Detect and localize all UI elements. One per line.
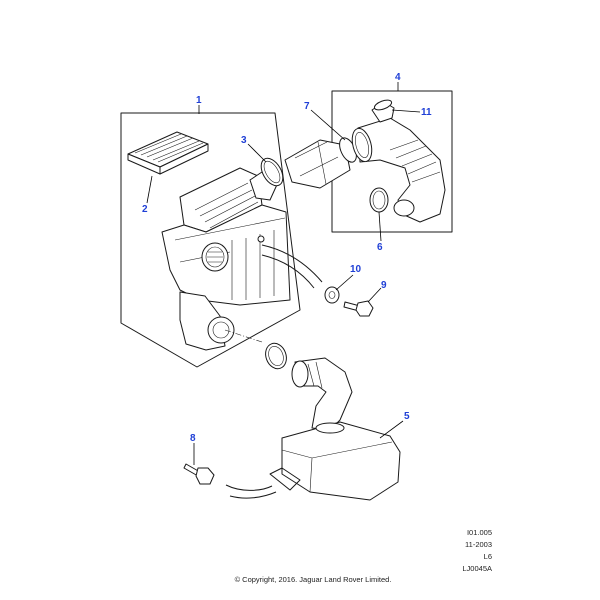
grommet-10 — [324, 286, 340, 304]
bolt-9 — [343, 300, 374, 317]
diagram-code: LJ0045A — [462, 564, 492, 573]
diagram-reference: I01.005 — [466, 528, 492, 537]
resonator-box — [225, 421, 401, 501]
group-1-frame — [120, 112, 301, 368]
copyright-notice: © Copyright, 2016. Jaguar Land Rover Lim… — [234, 575, 392, 584]
leader-lines — [146, 82, 421, 465]
callout-11: 11 — [421, 107, 432, 118]
mass-airflow-sensor — [284, 137, 357, 189]
assembly-centerline — [224, 329, 263, 343]
hose-clamp-lower — [265, 342, 287, 370]
callout-10: 10 — [350, 264, 362, 275]
hose-clamp-6 — [369, 187, 389, 213]
hose-clamp-3 — [260, 157, 284, 187]
air-cleaner-housing — [161, 167, 323, 351]
callout-4: 4 — [395, 72, 401, 83]
lower-duct — [291, 357, 353, 431]
callout-5: 5 — [404, 411, 410, 422]
callout-3: 3 — [241, 135, 247, 146]
callout-9: 9 — [381, 280, 387, 291]
callout-7: 7 — [304, 101, 310, 112]
diagram-date: 11-2003 — [465, 540, 492, 549]
diagram-model: L6 — [483, 552, 492, 561]
hose-nipple-11 — [371, 99, 395, 123]
callout-8: 8 — [190, 433, 196, 444]
air-filter-element — [127, 131, 209, 175]
callout-6: 6 — [377, 242, 383, 253]
callout-2: 2 — [142, 204, 148, 215]
intake-hose — [351, 117, 446, 223]
bolt-8 — [183, 463, 215, 485]
callout-1: 1 — [196, 95, 202, 106]
